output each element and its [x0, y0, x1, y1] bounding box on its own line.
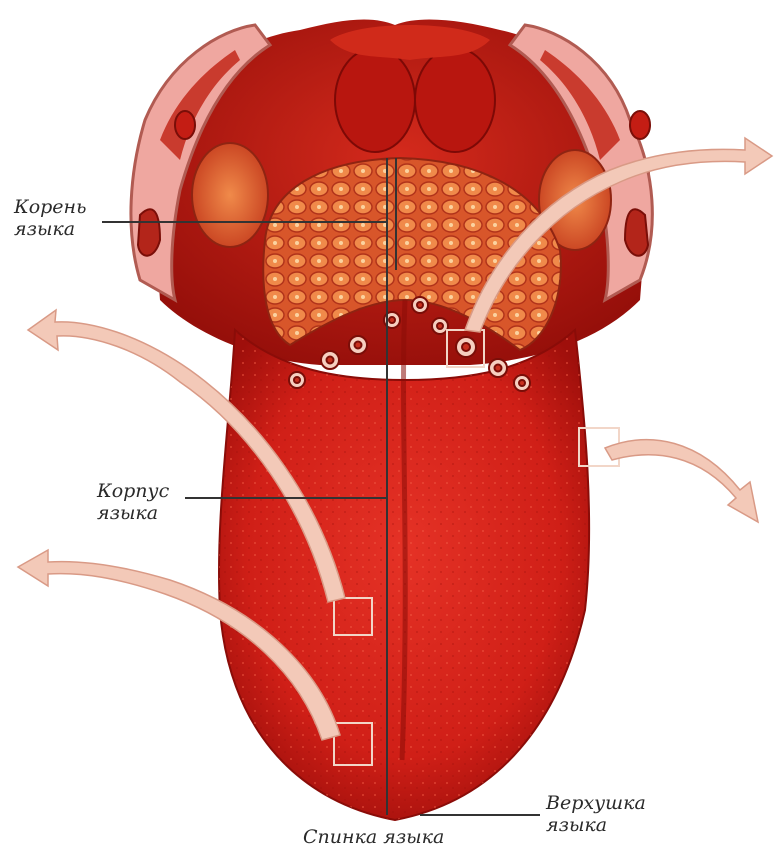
- epiglottis-left: [335, 48, 415, 152]
- label-tongue-body-line2: языка: [97, 502, 169, 524]
- median-sulcus: [402, 300, 405, 760]
- label-tongue-root: Корень языка: [14, 196, 86, 240]
- label-tongue-tip: Верхушка языка: [546, 792, 646, 836]
- label-tongue-tip-line2: языка: [546, 814, 646, 836]
- label-tongue-tip-line1: Верхушка: [546, 792, 646, 814]
- label-tongue-body-line1: Корпус: [97, 480, 169, 502]
- label-tongue-body: Корпус языка: [97, 480, 169, 524]
- arrow-right: [605, 440, 758, 522]
- label-tongue-root-line1: Корень: [14, 196, 86, 218]
- label-tongue-root-line2: языка: [14, 218, 86, 240]
- left-tonsil: [192, 143, 268, 247]
- epiglottis-right: [415, 48, 495, 152]
- label-tongue-back: Спинка языка: [303, 826, 444, 848]
- label-tongue-back-text: Спинка языка: [303, 826, 444, 848]
